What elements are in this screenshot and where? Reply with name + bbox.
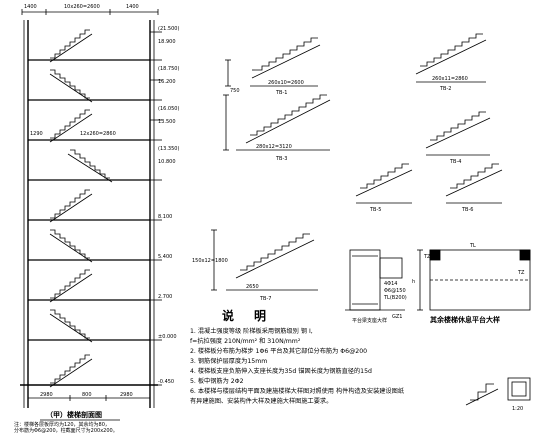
- stair-section: [20, 9, 162, 421]
- elev-3: 16.200: [158, 79, 176, 85]
- note-line-1: f=抗拉强度 210N/mm² 和 310N/mm²: [190, 337, 301, 345]
- elev-11: ±0.000: [158, 334, 177, 340]
- tb-5-label: TB-5: [369, 207, 381, 213]
- note-line-7: 有异建施图、安装构件大样及建施大样图施工要求。: [190, 397, 332, 405]
- section-labels: 1400 10x260=2600 1400 (21.500) 18.900 (1…: [14, 4, 179, 434]
- tb-3-label: TB-3: [275, 156, 287, 162]
- elev-2: (18.750): [158, 66, 179, 72]
- notes-heading: 说 明: [222, 308, 270, 323]
- dim-750: 750: [230, 88, 240, 94]
- tb-7-label: TB-7: [259, 296, 271, 302]
- flight-labels: TB-1 260x10=2600 TB-2 260x11=2860 TB-3 2…: [192, 76, 473, 302]
- tz-left: TZ: [423, 254, 431, 260]
- elev-9: 5.400: [158, 254, 172, 260]
- tb-2-label: TB-2: [439, 86, 451, 92]
- note-line-2: 2. 楼梯板分布筋为梯步 1Φ6 平台及其它部位分布筋为 Φ6@200: [190, 347, 367, 355]
- h-label: h: [412, 279, 415, 285]
- elev-1: 18.900: [158, 39, 176, 45]
- elev-4: (16.050): [158, 106, 179, 112]
- dim-c: 280x12=3120: [256, 144, 292, 150]
- dim-a: 260x10=2600: [268, 80, 304, 86]
- tb-6-label: TB-6: [461, 207, 473, 213]
- scale-label: 1:20: [512, 406, 523, 412]
- elev-10: 2.700: [158, 294, 172, 300]
- ref-a: 4Φ14: [384, 281, 397, 287]
- top-dim-3: 1400: [126, 4, 139, 10]
- tb-4-label: TB-4: [449, 159, 461, 165]
- bottom-dim-1: 2980: [40, 392, 53, 398]
- tb-1-label: TB-1: [275, 90, 287, 96]
- section-caption: （甲）楼梯剖面图: [46, 410, 102, 419]
- mid-label: 1290: [30, 131, 43, 137]
- note-line-4: 4. 楼梯板支座负筋伸入支座长度为35d 锚固长度为钢筋直径的15d: [190, 367, 372, 375]
- ref-c: TL(B200): [383, 295, 407, 301]
- bottom-dim-2: 800: [82, 392, 92, 398]
- platform-detail: [345, 249, 405, 311]
- top-dim-1: 1400: [24, 4, 37, 10]
- bottom-dim-3: 2980: [120, 392, 133, 398]
- ref-b: Φ6@150: [384, 288, 406, 294]
- elev-6: (13.350): [158, 146, 179, 152]
- platform-label: GZ1: [392, 314, 402, 320]
- notes-block: 说 明 1. 混凝土强度等级 阶梯板采用钢筋级别 钢 I, f=抗拉强度 210…: [190, 308, 404, 405]
- footnote-2: 分布筋为Φ6@200，柱截面尺寸为200x200。: [14, 427, 118, 434]
- flight-details: [211, 33, 503, 291]
- note-line-5: 5. 板中钢筋为 2Φ2: [190, 377, 244, 385]
- dim-b: 260x11=2860: [432, 76, 468, 82]
- dim-h: 150x12=1800: [192, 258, 228, 264]
- mid-dim: 12x260=2860: [80, 131, 116, 137]
- elev-7: 10.800: [158, 159, 176, 165]
- platform-caption: 平台梁支座大样: [352, 317, 387, 324]
- tl-label: TL: [469, 243, 476, 249]
- detail-labels: 平台梁支座大样 GZ1 4Φ14 Φ6@150 TL(B200) 其余楼梯休息平…: [352, 243, 525, 412]
- elev-5: 13.500: [158, 119, 176, 125]
- elev-12: -0.450: [158, 379, 174, 385]
- top-dim-2: 10x260=2600: [64, 4, 100, 10]
- elev-8: 8.100: [158, 214, 172, 220]
- note-line-3: 3. 钢筋保护层厚度为15mm: [190, 357, 267, 365]
- other-platform-detail: [417, 249, 531, 311]
- note-line-0: 1. 混凝土强度等级 阶梯板采用钢筋级别 钢 I,: [190, 327, 313, 335]
- footnote-1: 注：楼梯各层板厚均为120，其余均为80，: [14, 421, 110, 428]
- elev-0: (21.500): [158, 26, 179, 32]
- dim-2650: 2650: [246, 284, 259, 290]
- other-caption: 其余楼梯休息平台大样: [430, 315, 500, 324]
- note-line-6: 6. 本楼梯与楼层结构平面及建施楼梯大样图对照使用 构件构造及安装建设图纸: [190, 387, 404, 395]
- small-detail: [465, 377, 531, 406]
- tz-right: TZ: [517, 270, 525, 276]
